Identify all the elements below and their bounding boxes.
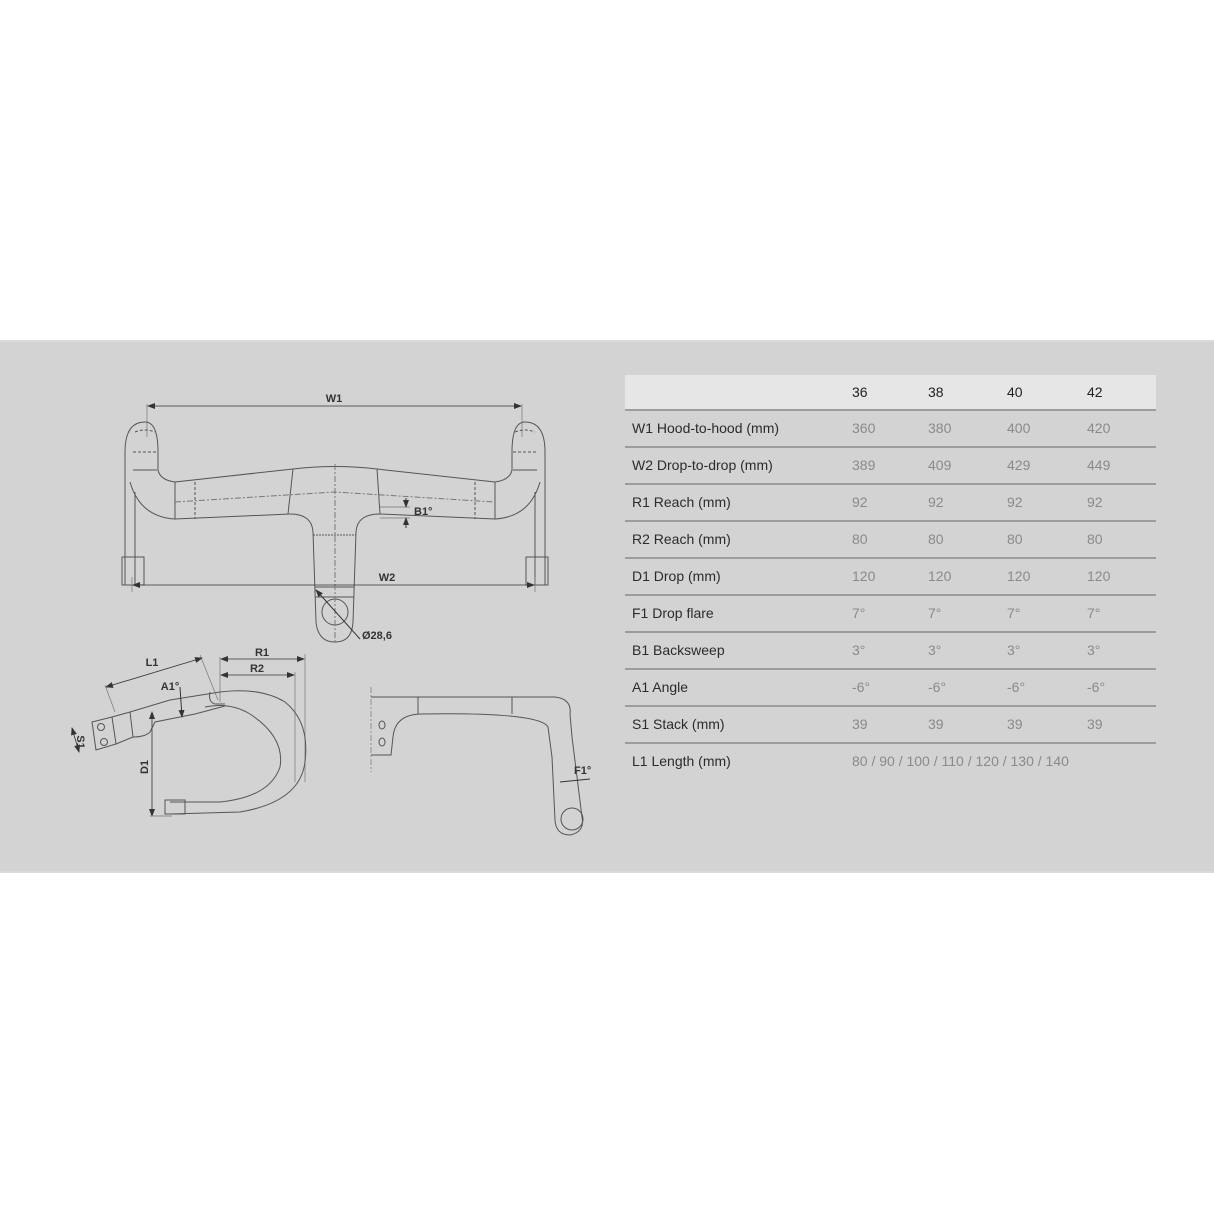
row-value: 92 xyxy=(852,494,868,510)
row-value: 92 xyxy=(928,494,944,510)
row-span-value: 80 / 90 / 100 / 110 / 120 / 130 / 140 xyxy=(852,753,1069,769)
row-value: 92 xyxy=(1007,494,1023,510)
row-label: R2 Reach (mm) xyxy=(632,531,731,547)
top-view-drawing xyxy=(121,403,549,643)
row-value: 80 xyxy=(1007,531,1023,547)
row-value: 39 xyxy=(852,716,868,732)
table-row-r1: R1 Reach (mm) 92 92 92 92 xyxy=(625,485,1156,522)
row-value: 7° xyxy=(852,605,866,621)
row-value: 380 xyxy=(928,420,952,436)
l1-label: L1 xyxy=(146,657,159,669)
size-header-42: 42 xyxy=(1087,384,1103,400)
row-label: R1 Reach (mm) xyxy=(632,494,731,510)
row-label: B1 Backsweep xyxy=(632,642,725,658)
b1-label: B1° xyxy=(414,506,432,518)
row-value: 39 xyxy=(928,716,944,732)
row-value: 409 xyxy=(928,457,952,473)
technical-drawings: W1 W2 B1° Ø28,6 xyxy=(0,342,610,875)
table-row-w1: W1 Hood-to-hood (mm) 360 380 400 420 xyxy=(625,411,1156,448)
table-row-a1: A1 Angle -6° -6° -6° -6° xyxy=(625,670,1156,707)
table-header-row: 36 38 40 42 xyxy=(625,375,1156,411)
row-label: W2 Drop-to-drop (mm) xyxy=(632,457,773,473)
w2-label: W2 xyxy=(379,572,396,584)
row-value: 7° xyxy=(928,605,942,621)
row-value: 80 xyxy=(928,531,944,547)
row-value: 120 xyxy=(852,568,876,584)
row-value: 3° xyxy=(852,642,866,658)
row-value: -6° xyxy=(1007,679,1026,695)
table-row-l1: L1 Length (mm) 80 / 90 / 100 / 110 / 120… xyxy=(625,744,1156,779)
clamp-diameter-label: Ø28,6 xyxy=(362,630,392,642)
row-label: S1 Stack (mm) xyxy=(632,716,725,732)
row-value: 3° xyxy=(1087,642,1101,658)
row-label: A1 Angle xyxy=(632,679,689,695)
table-row-f1: F1 Drop flare 7° 7° 7° 7° xyxy=(625,596,1156,633)
row-value: 80 xyxy=(1087,531,1103,547)
spec-panel: W1 W2 B1° Ø28,6 xyxy=(0,340,1214,873)
row-value: 420 xyxy=(1087,420,1111,436)
r1-label: R1 xyxy=(255,647,269,659)
f1-label: F1° xyxy=(574,765,591,777)
row-value: 3° xyxy=(928,642,942,658)
table-row-w2: W2 Drop-to-drop (mm) 389 409 429 449 xyxy=(625,448,1156,485)
row-value: -6° xyxy=(1087,679,1106,695)
row-value: -6° xyxy=(928,679,947,695)
row-label: W1 Hood-to-hood (mm) xyxy=(632,420,780,436)
row-value: 449 xyxy=(1087,457,1111,473)
s1-label: S1 xyxy=(74,735,86,748)
size-header-38: 38 xyxy=(928,384,944,400)
row-value: 389 xyxy=(852,457,876,473)
row-value: -6° xyxy=(852,679,871,695)
row-value: 80 xyxy=(852,531,868,547)
row-label: L1 Length (mm) xyxy=(632,753,731,769)
r2-label: R2 xyxy=(250,663,264,675)
row-value: 120 xyxy=(928,568,952,584)
row-value: 120 xyxy=(1007,568,1031,584)
row-value: 429 xyxy=(1007,457,1031,473)
row-label: F1 Drop flare xyxy=(632,605,714,621)
d1-label: D1 xyxy=(139,760,151,774)
a1-label: A1° xyxy=(161,681,179,693)
row-value: 7° xyxy=(1007,605,1021,621)
size-header-40: 40 xyxy=(1007,384,1023,400)
size-header-36: 36 xyxy=(852,384,868,400)
w1-label: W1 xyxy=(326,393,343,405)
table-row-r2: R2 Reach (mm) 80 80 80 80 xyxy=(625,522,1156,559)
front-view-drawing xyxy=(370,687,591,836)
row-value: 39 xyxy=(1087,716,1103,732)
row-value: 400 xyxy=(1007,420,1031,436)
row-value: 360 xyxy=(852,420,876,436)
row-value: 39 xyxy=(1007,716,1023,732)
table-row-b1: B1 Backsweep 3° 3° 3° 3° xyxy=(625,633,1156,670)
geometry-table: 36 38 40 42 W1 Hood-to-hood (mm) 360 380… xyxy=(625,375,1156,779)
row-value: 120 xyxy=(1087,568,1111,584)
row-label: D1 Drop (mm) xyxy=(632,568,721,584)
row-value: 92 xyxy=(1087,494,1103,510)
table-row-s1: S1 Stack (mm) 39 39 39 39 xyxy=(625,707,1156,744)
row-value: 3° xyxy=(1007,642,1021,658)
table-row-d1: D1 Drop (mm) 120 120 120 120 xyxy=(625,559,1156,596)
row-value: 7° xyxy=(1087,605,1101,621)
side-view-drawing xyxy=(71,654,307,817)
